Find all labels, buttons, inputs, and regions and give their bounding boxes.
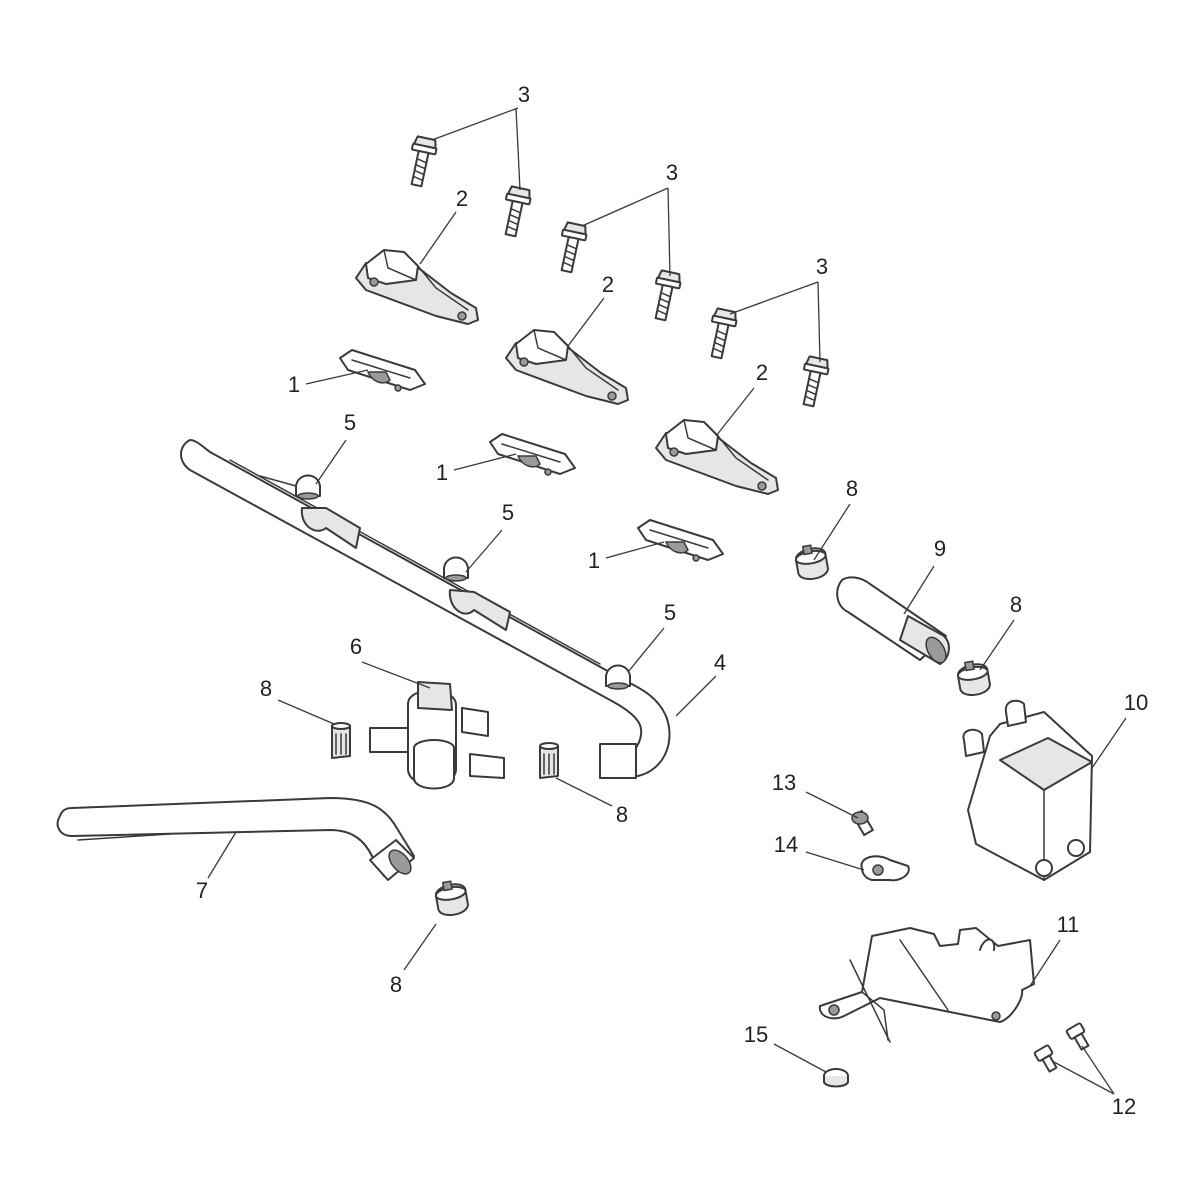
gasket-1c <box>637 519 724 562</box>
hose-clip-8d <box>954 657 993 699</box>
pipe-clip-5b <box>443 556 469 582</box>
lower-pipe <box>56 797 415 881</box>
clip-15 <box>823 1068 849 1088</box>
callout-12: 12 <box>1112 1094 1136 1119</box>
bolt-3f <box>795 354 832 409</box>
callout-14: 14 <box>774 832 798 857</box>
callout-1a: 1 <box>288 372 300 397</box>
pipe-clip-5c <box>605 664 631 690</box>
bolt-12a <box>1065 1022 1090 1051</box>
callout-7: 7 <box>196 878 208 903</box>
callout-1b: 1 <box>436 460 448 485</box>
callout-9: 9 <box>934 536 946 561</box>
callout-2b: 2 <box>602 272 614 297</box>
callout-10: 10 <box>1124 690 1148 715</box>
callout-3c: 3 <box>816 254 828 279</box>
callout-4: 4 <box>714 650 726 675</box>
callout-11: 11 <box>1057 912 1080 937</box>
leader-lines <box>207 107 1127 1095</box>
breather-pipe <box>180 439 671 779</box>
hose-clip-8c <box>792 541 831 583</box>
pipe-clip-5a <box>295 474 321 500</box>
callout-8b: 8 <box>616 802 628 827</box>
bolt-3c <box>553 220 590 275</box>
callout-5a: 5 <box>344 410 356 435</box>
callout-1c: 1 <box>588 548 600 573</box>
callout-13: 13 <box>772 770 796 795</box>
callout-8a: 8 <box>260 676 272 701</box>
hose-clip-8e <box>432 877 471 919</box>
callout-3a: 3 <box>518 82 530 107</box>
cover-2c <box>655 419 779 495</box>
cover-2a <box>355 249 479 325</box>
callout-15: 15 <box>744 1022 768 1047</box>
small-clip-8a <box>331 722 351 759</box>
gasket-1b <box>489 433 576 476</box>
short-hose <box>836 576 950 665</box>
bolt-12b <box>1033 1044 1058 1073</box>
bolt-3b <box>497 184 534 239</box>
small-clip-8b <box>539 742 559 779</box>
gasket-1a <box>339 349 426 392</box>
callout-5b: 5 <box>502 500 514 525</box>
callout-labels: 3 3 3 2 2 2 1 1 1 5 5 5 4 6 8 8 7 8 8 9 … <box>196 82 1148 1119</box>
screw-13 <box>851 809 874 837</box>
bolt-3a <box>403 134 440 189</box>
bolt-3e <box>703 306 740 361</box>
callout-2a: 2 <box>456 186 468 211</box>
callout-8d: 8 <box>846 476 858 501</box>
callout-6: 6 <box>350 634 362 659</box>
callout-2c: 2 <box>756 360 768 385</box>
cover-2b <box>505 329 629 405</box>
bolt-3d <box>647 268 684 323</box>
grommet-14 <box>860 855 910 882</box>
callout-5c: 5 <box>664 600 676 625</box>
canister <box>962 699 1093 881</box>
callout-8c: 8 <box>390 972 402 997</box>
valve-body <box>369 681 505 790</box>
callout-8e: 8 <box>1010 592 1022 617</box>
callout-3b: 3 <box>666 160 678 185</box>
bracket <box>818 927 1035 1043</box>
